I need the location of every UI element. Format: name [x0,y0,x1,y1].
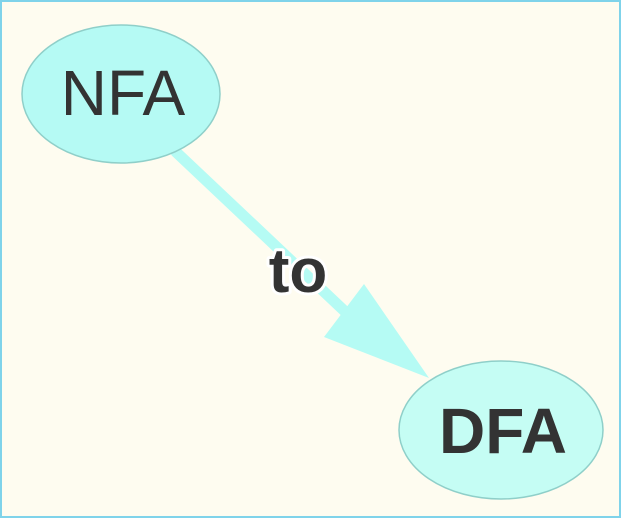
edge-nfa-to-dfa: to [170,146,429,378]
node-nfa-shape [21,24,221,164]
node-dfa-shape [398,360,604,500]
edge-arrowhead [324,284,429,378]
node-dfa[interactable]: DFA [398,360,604,500]
node-dfa-label: DFA [439,395,567,467]
edge-line [170,146,360,326]
edge-label: to [269,237,328,306]
node-nfa[interactable]: NFA [21,24,221,164]
node-nfa-label: NFA [61,57,186,129]
